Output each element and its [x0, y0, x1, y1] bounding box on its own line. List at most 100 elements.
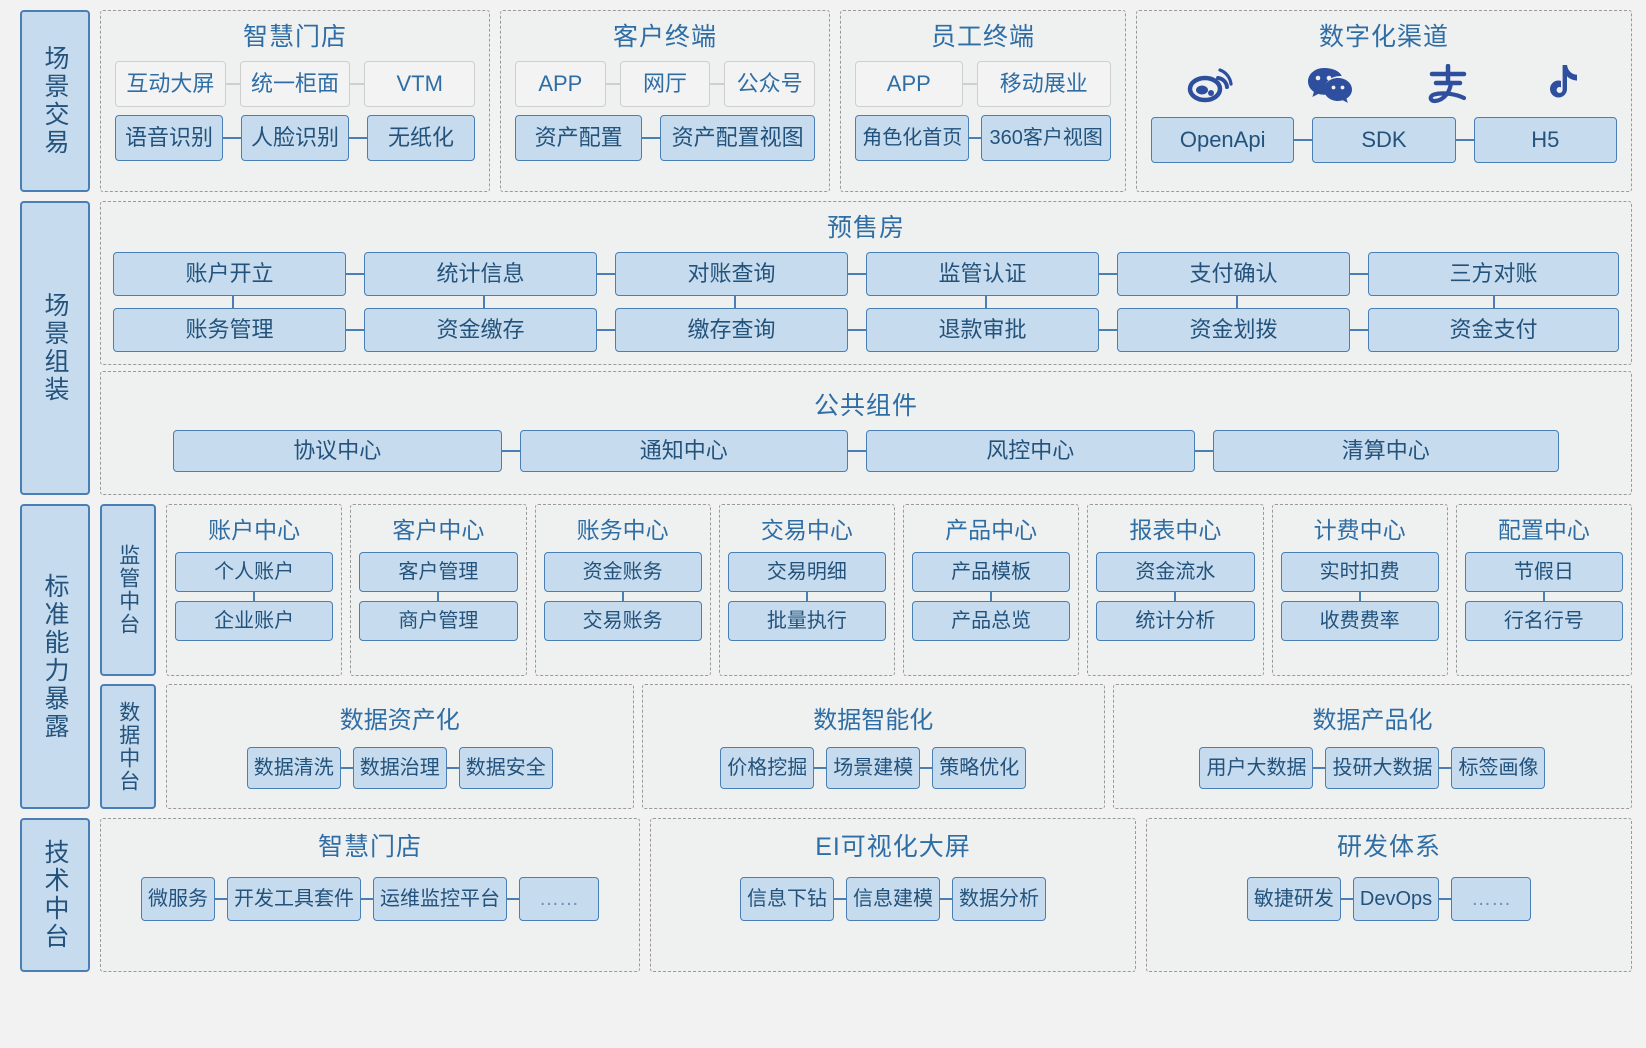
node-product-overview[interactable]: 产品总览	[912, 601, 1071, 641]
node-openapi[interactable]: OpenApi	[1151, 117, 1295, 163]
node-fee-rate[interactable]: 收费费率	[1280, 601, 1439, 641]
node-fund-payment[interactable]: 资金支付	[1368, 308, 1619, 352]
alipay-icon	[1426, 64, 1470, 104]
connector	[225, 83, 240, 85]
node-holiday[interactable]: 节假日	[1464, 552, 1623, 592]
node-strategy-optimization[interactable]: 策略优化	[932, 747, 1027, 789]
node-sdk[interactable]: SDK	[1312, 117, 1456, 163]
node-user-bigdata[interactable]: 用户大数据	[1199, 747, 1314, 789]
node-face-recognition[interactable]: 人脸识别	[241, 115, 349, 161]
connector	[346, 273, 364, 275]
node-agile-rnd[interactable]: 敏捷研发	[1246, 877, 1341, 921]
row-rnd-system-nodes: 敏捷研发 DevOps ……	[1161, 877, 1617, 921]
row-intelligence-nodes: 价格挖掘 场景建模 策略优化	[655, 747, 1092, 789]
node-data-analysis[interactable]: 数据分析	[952, 877, 1046, 921]
connector	[848, 329, 866, 331]
band-scene-assembly: 场景组装 预售房 账户开立 统计信息 对账查询 监管认证 支付确认 三方对账	[20, 201, 1632, 495]
node-more-tech-store[interactable]: ……	[519, 877, 599, 921]
node-account-open[interactable]: 账户开立	[113, 252, 346, 296]
node-fund-accounting[interactable]: 资金账务	[543, 552, 702, 592]
node-realtime-charging[interactable]: 实时扣费	[1280, 552, 1439, 592]
node-info-drilldown[interactable]: 信息下钻	[740, 877, 834, 921]
connector	[621, 592, 624, 601]
node-personal-account[interactable]: 个人账户	[175, 552, 334, 592]
node-price-mining[interactable]: 价格挖掘	[720, 747, 815, 789]
node-deposit-query[interactable]: 缴存查询	[615, 308, 848, 352]
connector	[1340, 898, 1353, 900]
row-customer-top: APP 网厅 公众号	[515, 61, 816, 107]
node-batch-execution[interactable]: 批量执行	[727, 601, 886, 641]
node-fund-transfer[interactable]: 资金划拨	[1117, 308, 1350, 352]
group-staff-terminal: 员工终端 APP 移动展业 角色化首页 360客户视图	[840, 10, 1126, 192]
node-regulatory-auth[interactable]: 监管认证	[866, 252, 1099, 296]
row-assetization-nodes: 数据清洗 数据治理 数据安全	[179, 747, 621, 789]
node-dev-toolkit[interactable]: 开发工具套件	[227, 877, 361, 921]
node-reconciliation-query[interactable]: 对账查询	[615, 252, 848, 296]
node-risk-control-center[interactable]: 风控中心	[866, 430, 1195, 472]
node-asset-allocation[interactable]: 资产配置	[515, 115, 643, 161]
node-360-customer-view[interactable]: 360客户视图	[981, 115, 1111, 161]
node-info-modeling[interactable]: 信息建模	[846, 877, 940, 921]
connector	[814, 767, 827, 769]
connector	[605, 83, 620, 85]
node-payment-confirm[interactable]: 支付确认	[1117, 252, 1350, 296]
node-tripartite-reconciliation[interactable]: 三方对账	[1368, 252, 1619, 296]
connector	[361, 898, 373, 900]
node-mobile-exhibition[interactable]: 移动展业	[976, 61, 1111, 107]
node-statistical-analysis[interactable]: 统计分析	[1096, 601, 1255, 641]
node-data-security[interactable]: 数据安全	[458, 747, 553, 789]
node-web-hall[interactable]: 网厅	[619, 61, 711, 107]
node-research-bigdata[interactable]: 投研大数据	[1325, 747, 1440, 789]
node-asset-allocation-view[interactable]: 资产配置视图	[660, 115, 815, 161]
node-data-governance[interactable]: 数据治理	[352, 747, 447, 789]
node-notification-center[interactable]: 通知中心	[519, 430, 848, 472]
group-title-common-components: 公共组件	[813, 392, 918, 420]
cell: 资金划拨	[1117, 308, 1368, 352]
connector	[350, 83, 365, 85]
node-role-homepage[interactable]: 角色化首页	[855, 115, 970, 161]
node-fund-deposit[interactable]: 资金缴存	[364, 308, 597, 352]
weibo-icon	[1187, 64, 1233, 104]
node-enterprise-account[interactable]: 企业账户	[175, 601, 334, 641]
connector	[1194, 450, 1213, 452]
node-interactive-screen[interactable]: 互动大屏	[115, 61, 226, 107]
node-unified-counter[interactable]: 统一柜面	[239, 61, 351, 107]
node-customer-app[interactable]: APP	[515, 61, 606, 107]
node-data-cleaning[interactable]: 数据清洗	[246, 747, 341, 789]
connector	[1439, 898, 1452, 900]
node-vtm[interactable]: VTM	[364, 61, 476, 107]
node-bank-code[interactable]: 行名行号	[1464, 601, 1623, 641]
node-statistics-info[interactable]: 统计信息	[364, 252, 597, 296]
datacard-intelligence: 数据智能化 价格挖掘 场景建模 策略优化	[641, 684, 1105, 809]
node-fund-flow[interactable]: 资金流水	[1096, 552, 1255, 592]
cell: 监管认证	[866, 252, 1117, 296]
cell: 账户开立	[113, 252, 364, 296]
node-transaction-accounting[interactable]: 交易账务	[543, 601, 702, 641]
node-ops-monitoring-platform[interactable]: 运维监控平台	[373, 877, 507, 921]
node-agreement-center[interactable]: 协议中心	[173, 430, 502, 472]
connector	[349, 137, 367, 139]
node-more-rnd[interactable]: ……	[1451, 877, 1532, 921]
node-merchant-mgmt[interactable]: 商户管理	[359, 601, 518, 641]
node-refund-approval[interactable]: 退款审批	[866, 308, 1099, 352]
node-scenario-modeling[interactable]: 场景建模	[826, 747, 921, 789]
node-tag-profile[interactable]: 标签画像	[1451, 747, 1546, 789]
node-accounting-mgmt[interactable]: 账务管理	[113, 308, 346, 352]
node-devops[interactable]: DevOps	[1352, 877, 1440, 921]
node-voice-recognition[interactable]: 语音识别	[115, 115, 223, 161]
connector	[501, 450, 520, 452]
group-title-ei-dashboard: EI可视化大屏	[815, 833, 971, 861]
node-staff-app[interactable]: APP	[855, 61, 963, 107]
node-paperless[interactable]: 无纸化	[367, 115, 475, 161]
node-official-account[interactable]: 公众号	[724, 61, 816, 107]
datacard-title-intelligence: 数据智能化	[813, 707, 934, 734]
connector	[507, 898, 519, 900]
connector	[1368, 296, 1619, 308]
node-product-template[interactable]: 产品模板	[912, 552, 1071, 592]
node-transaction-detail[interactable]: 交易明细	[727, 552, 886, 592]
group-title-smart-store: 智慧门店	[242, 23, 347, 51]
node-microservice[interactable]: 微服务	[141, 877, 215, 921]
node-customer-mgmt[interactable]: 客户管理	[359, 552, 518, 592]
node-h5[interactable]: H5	[1473, 117, 1617, 163]
node-clearing-center[interactable]: 清算中心	[1212, 430, 1559, 472]
